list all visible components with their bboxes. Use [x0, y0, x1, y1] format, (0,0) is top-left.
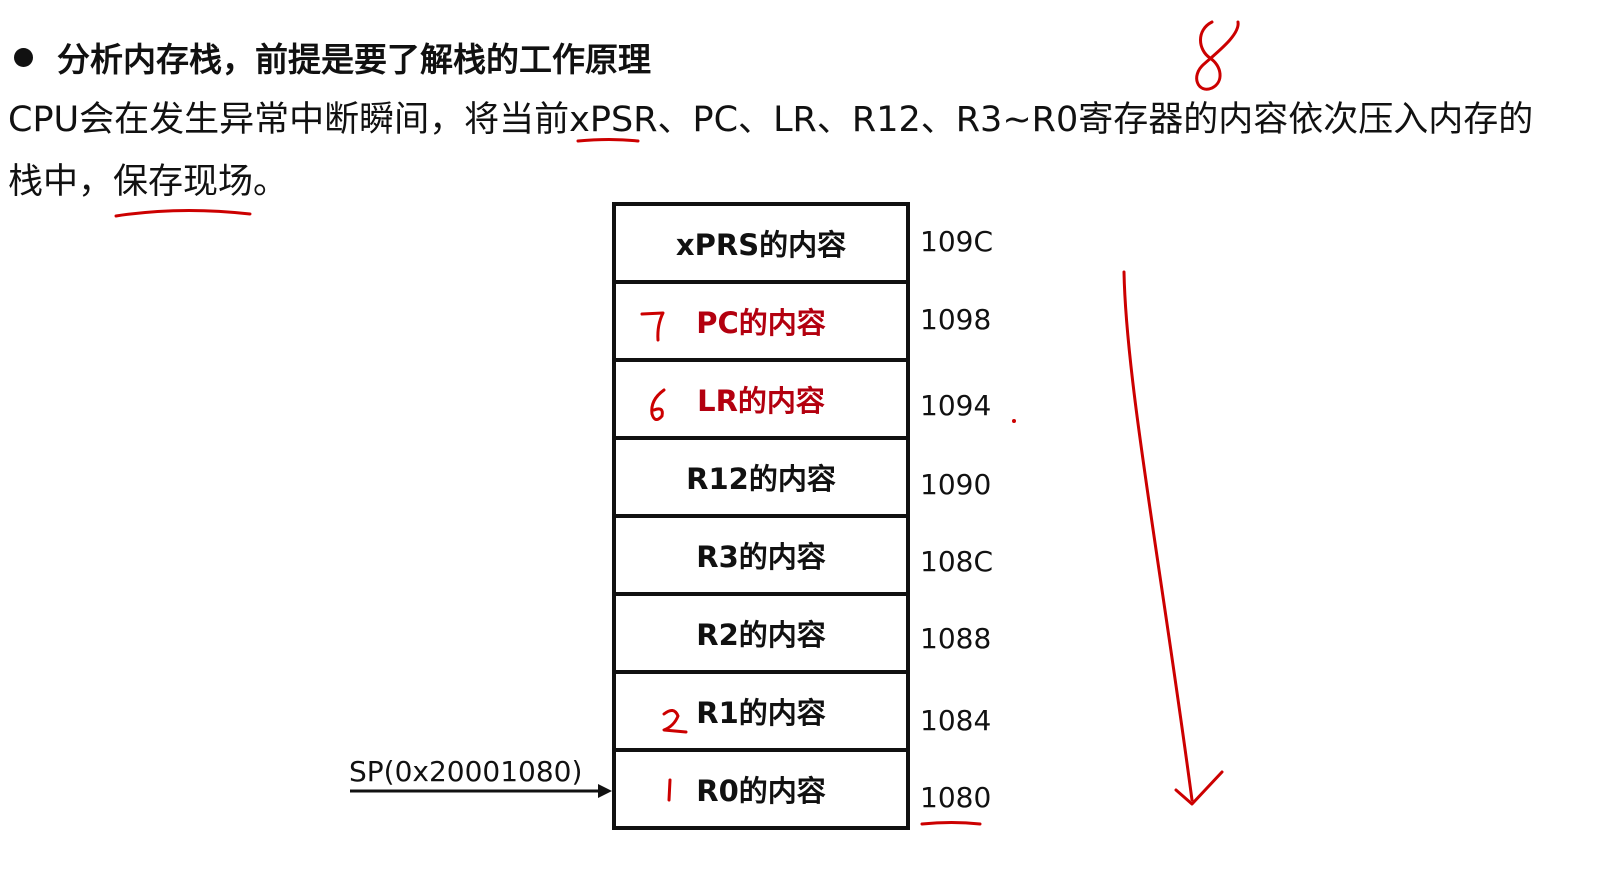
arrowhead-mark [1174, 770, 1224, 806]
stack-cell-r3: R3的内容 [616, 518, 906, 596]
handwritten-2-mark [662, 709, 688, 734]
stack-cell-pc: PC的内容 [616, 284, 906, 362]
underline-save-context-mark [114, 208, 252, 218]
handwritten-7-mark [640, 311, 665, 342]
handwritten-1-mark [667, 778, 672, 802]
address-label: 1080 [920, 781, 992, 814]
memory-stack: xPRS的内容 PC的内容 LR的内容 R12的内容 R3的内容 R2的内容 R… [612, 202, 910, 830]
bullet-dot-icon [14, 47, 33, 67]
sp-pointer-label: SP(0x20001080) [349, 755, 583, 788]
address-label: 108C [920, 545, 993, 578]
handwritten-6-mark [650, 388, 666, 421]
address-label: 1088 [920, 622, 992, 655]
stack-cell-r1: R1的内容 [616, 674, 906, 752]
stack-cell-r0: R0的内容 [616, 752, 906, 830]
stack-cell-lr: LR的内容 [616, 362, 906, 440]
address-label: 1094 [920, 389, 992, 422]
underline-1080-mark [920, 821, 982, 826]
ink-dot-mark [1012, 419, 1016, 423]
stack-cell-r2: R2的内容 [616, 596, 906, 674]
address-label: 1090 [920, 468, 992, 501]
sp-arrow-icon [350, 784, 612, 798]
underline-xpsr-mark [576, 138, 640, 143]
paragraph-line-2: 栈中，保存现场。 [8, 162, 289, 202]
paragraph-line-1: CPU会在发生异常中断瞬间，将当前xPSR、PC、LR、R12、R3~R0寄存器… [8, 100, 1534, 140]
handwritten-8-mark [1195, 20, 1240, 91]
heading-text: 分析内存栈，前提是要了解栈的工作原理 [57, 40, 651, 79]
stack-cell-r12: R12的内容 [616, 440, 906, 518]
stack-cell-xpsr: xPRS的内容 [616, 206, 906, 284]
address-label: 1098 [920, 303, 992, 336]
down-arrow-icon [1122, 270, 1194, 802]
address-label: 1084 [920, 704, 992, 737]
slide-heading: 分析内存栈，前提是要了解栈的工作原理 [10, 30, 651, 84]
address-label: 109C [920, 225, 993, 258]
